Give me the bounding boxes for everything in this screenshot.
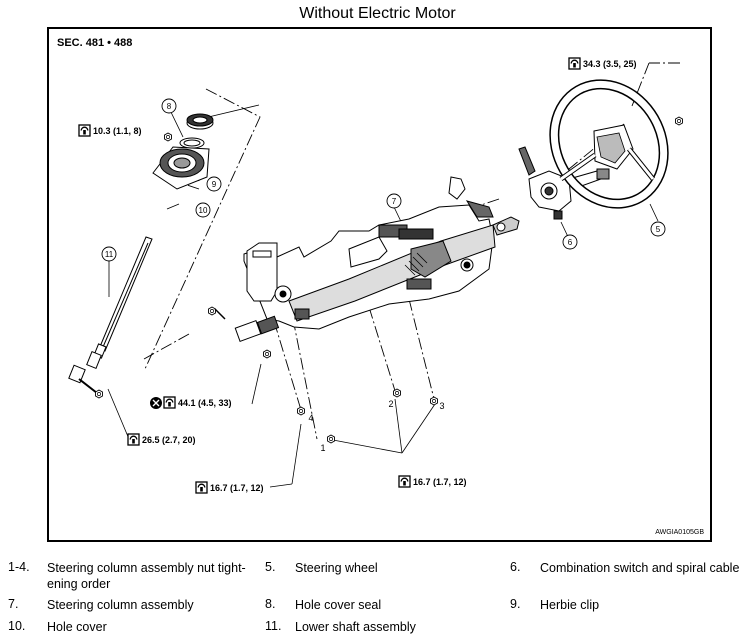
legend-num: 9. — [510, 597, 521, 611]
torque-lower-shaft: 26.5 (2.7, 20) — [127, 433, 196, 446]
torque-wheel: 34.3 (3.5, 25) — [568, 57, 637, 70]
legend-num: 1-4. — [8, 560, 30, 574]
combination-switch — [518, 146, 610, 220]
callout-4: 4 — [308, 413, 313, 423]
steering-column-assembly — [243, 176, 520, 330]
svg-text:34.3 (3.5, 25): 34.3 (3.5, 25) — [583, 59, 637, 69]
callout-9: 9 — [212, 180, 217, 189]
callout-circles — [101, 98, 666, 262]
svg-text:26.5 (2.7, 20): 26.5 (2.7, 20) — [142, 435, 196, 445]
lower-shaft-assembly — [68, 236, 153, 399]
callout-numbers: 8 9 10 11 7 6 5 1 2 3 4 — [105, 102, 661, 453]
callout-2: 2 — [388, 399, 393, 409]
callout-6: 6 — [568, 238, 573, 247]
svg-text:16.7 (1.7, 12): 16.7 (1.7, 12) — [210, 483, 264, 493]
column-nuts — [297, 388, 438, 444]
callout-8: 8 — [167, 102, 172, 111]
torque-nut-4: 16.7 (1.7, 12) — [195, 481, 264, 494]
legend-text: Lower shaft assembly — [295, 620, 416, 634]
callout-7: 7 — [392, 197, 397, 206]
svg-text:16.7 (1.7, 12): 16.7 (1.7, 12) — [413, 477, 467, 487]
steering-wheel — [549, 79, 683, 209]
legend-text: Steering column assembly nut tight- enin… — [47, 561, 246, 591]
legend-num: 11. — [265, 619, 282, 633]
diagram-frame: SEC. 481 • 488 AWGIA0105GB — [47, 27, 712, 542]
torque-nuts-1-3: 16.7 (1.7, 12) — [398, 475, 467, 488]
legend-num: 8. — [265, 597, 276, 611]
torque-joint: 44.1 (4.5, 33) — [150, 396, 232, 409]
callout-10: 10 — [199, 206, 208, 215]
legend-num: 10. — [8, 619, 26, 633]
legend-text: Hole cover — [47, 620, 107, 634]
section-label: SEC. 481 • 488 — [57, 37, 133, 49]
legend-text: Steering wheel — [295, 561, 378, 575]
figure-code: AWGIA0105GB — [655, 529, 704, 536]
callout-1: 1 — [320, 443, 325, 453]
callout-11: 11 — [105, 250, 114, 259]
legend-text: Combination switch and spiral cable — [540, 561, 740, 575]
legend-num: 5. — [265, 560, 276, 574]
column-universal-joint — [208, 306, 280, 359]
callout-5: 5 — [656, 225, 661, 234]
legend-text: Hole cover seal — [295, 598, 382, 612]
parts-legend: 1-4. Steering column assembly nut tight-… — [0, 557, 755, 643]
torque-hole-cover: 10.3 (1.1, 8) — [78, 124, 142, 137]
diagram-title: Without Electric Motor — [299, 5, 456, 22]
legend-text: Steering column assembly — [47, 598, 194, 612]
callout-3: 3 — [439, 401, 444, 411]
svg-text:10.3 (1.1, 8): 10.3 (1.1, 8) — [93, 126, 142, 136]
legend-text: Herbie clip — [540, 598, 600, 612]
exploded-view-diagram: 8 9 10 11 7 6 5 1 2 3 4 34.3 (3.5, 25) 1… — [68, 57, 683, 494]
hole-cover-parts — [152, 113, 214, 190]
legend-num: 6. — [510, 560, 521, 574]
svg-text:44.1 (4.5, 33): 44.1 (4.5, 33) — [178, 398, 232, 408]
legend-num: 7. — [8, 597, 19, 611]
